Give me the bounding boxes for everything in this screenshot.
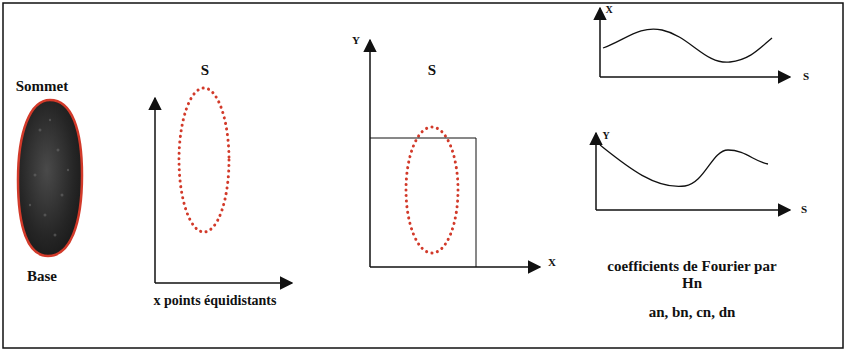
axis-label: Y: [352, 34, 360, 47]
part-label: Base: [27, 268, 57, 285]
y-axis: [595, 133, 597, 210]
frame: [3, 3, 843, 348]
x-axis: [370, 266, 540, 268]
note-text: coefficients de Fourier par Hn: [597, 258, 787, 293]
axis-label: S: [803, 70, 809, 83]
axis-label: X: [548, 256, 556, 269]
seed-texture: [29, 119, 69, 237]
x-axis: [596, 209, 790, 211]
projection-line: [476, 138, 477, 267]
part-label: Sommet: [16, 78, 69, 95]
point-label: S: [428, 62, 436, 79]
contour-points: [179, 88, 229, 232]
caption-note: x points équidistants: [154, 293, 277, 309]
axis-label: S: [801, 203, 807, 216]
y-axis: [154, 98, 156, 283]
note-text: an, bn, cn, dn: [649, 304, 736, 321]
point-label: S: [201, 62, 209, 79]
x-curve: [603, 29, 772, 62]
x-axis: [155, 282, 292, 284]
x-axis: [600, 76, 790, 78]
contour-points: [406, 127, 458, 253]
projection-line: [370, 138, 476, 139]
axis-label: X: [605, 4, 612, 16]
y-axis: [599, 8, 601, 77]
axis-label: Y: [602, 130, 609, 142]
y-axis: [369, 40, 371, 267]
y-curve: [600, 145, 768, 186]
seed-image: [18, 100, 82, 256]
